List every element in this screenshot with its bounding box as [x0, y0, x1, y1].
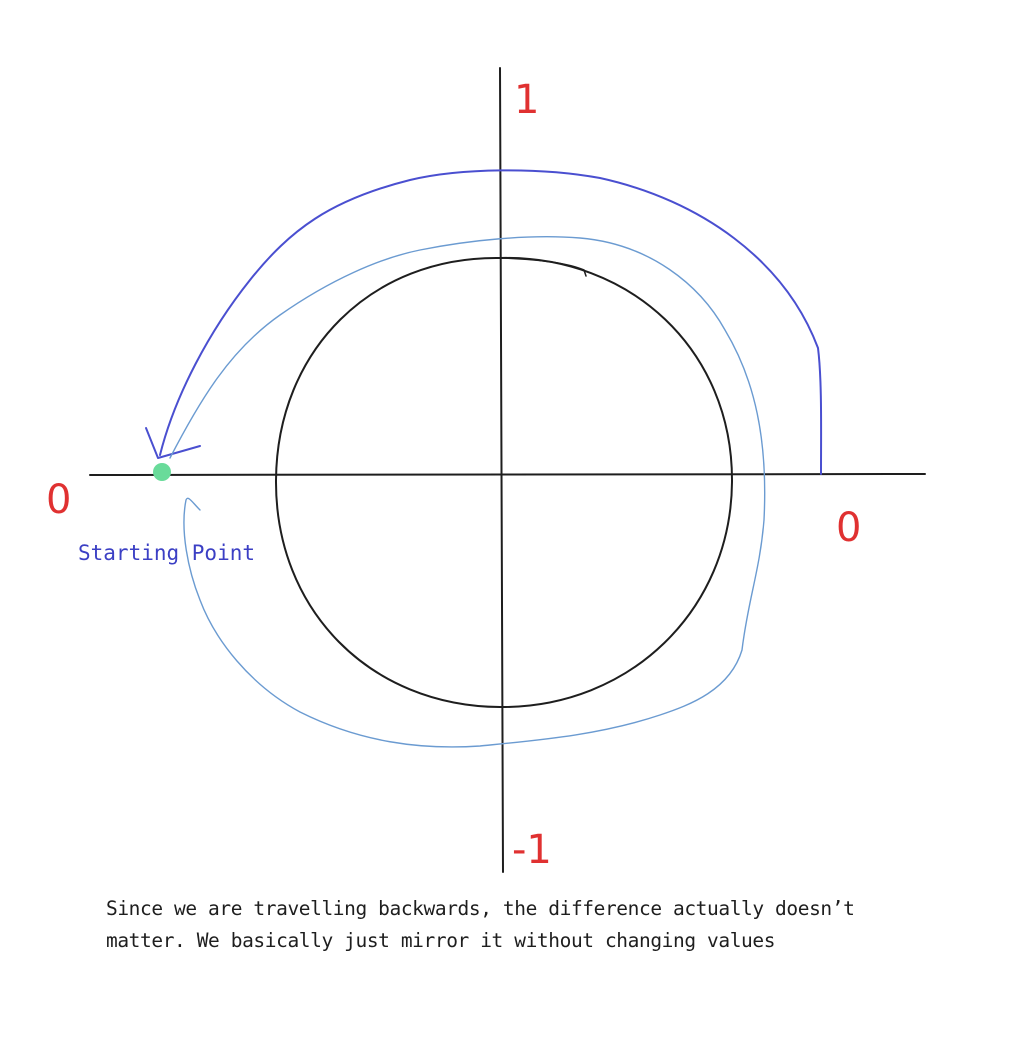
right-zero-label: 0: [836, 505, 862, 551]
top-label: 1: [514, 77, 540, 123]
y-axis: [499, 67, 504, 873]
inner-curve-path: [169, 236, 766, 748]
outer-arrow-head: [145, 427, 201, 459]
caption: Since we are travelling backwards, the d…: [106, 893, 986, 957]
outer-arrow-path: [159, 169, 823, 475]
unit-circle: [274, 256, 734, 709]
caption-line-2: matter. We basically just mirror it with…: [106, 929, 776, 952]
starting-point-label: Starting Point: [78, 541, 256, 565]
bottom-label: -1: [512, 827, 552, 873]
starting-point-dot: [153, 463, 171, 481]
caption-line-1: Since we are travelling backwards, the d…: [106, 897, 855, 920]
circle-scribble: [501, 257, 587, 277]
x-axis: [89, 473, 926, 476]
left-zero-label: 0: [46, 477, 72, 523]
